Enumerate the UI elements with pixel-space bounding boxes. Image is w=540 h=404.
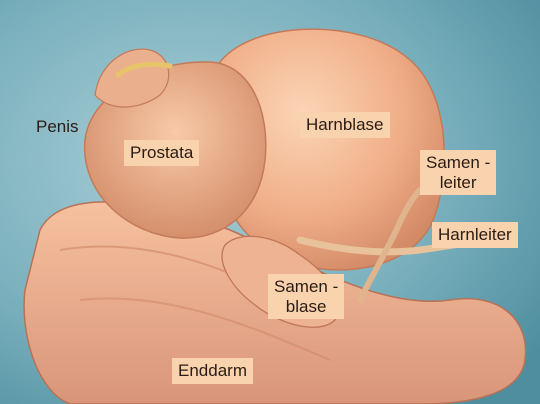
label-penis: Penis xyxy=(30,114,85,140)
label-samenblase-line2: blase xyxy=(274,297,338,317)
label-harnleiter: Harnleiter xyxy=(432,222,518,248)
label-samenblase: Samen - blase xyxy=(268,274,344,319)
label-samenleiter-line1: Samen - xyxy=(426,153,490,173)
label-enddarm: Enddarm xyxy=(172,358,253,384)
label-harnblase: Harnblase xyxy=(300,112,390,138)
label-samenleiter: Samen - leiter xyxy=(420,150,496,195)
label-samenblase-line1: Samen - xyxy=(274,277,338,297)
label-prostata: Prostata xyxy=(124,140,199,166)
label-samenleiter-line2: leiter xyxy=(426,173,490,193)
